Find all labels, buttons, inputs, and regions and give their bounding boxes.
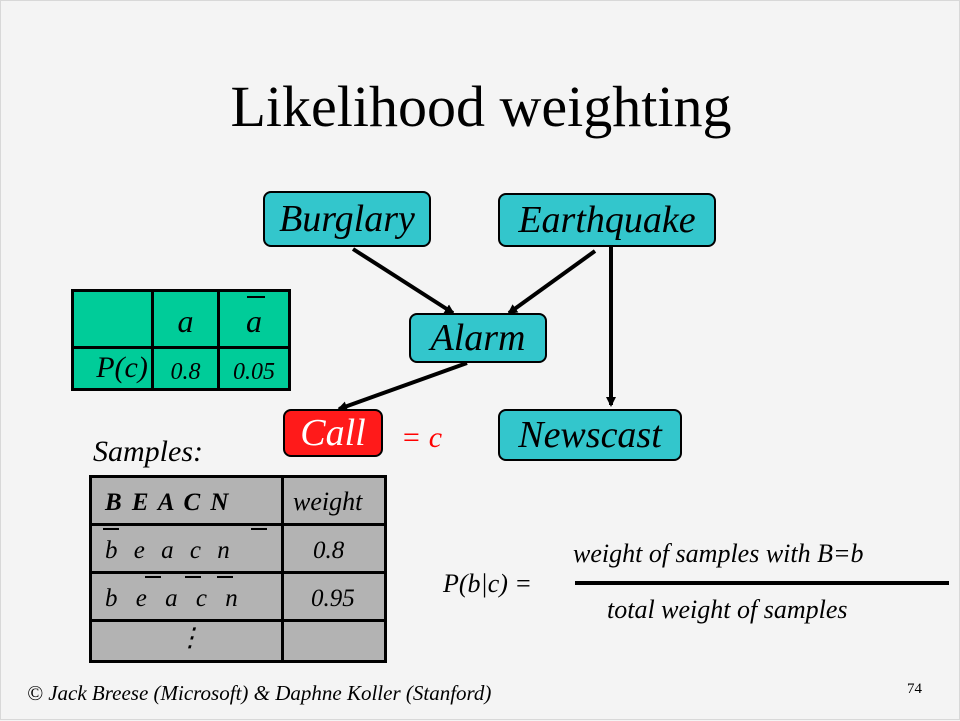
edge-alarm-call: [337, 361, 468, 411]
cpt-value-a: 0.8: [170, 358, 201, 385]
cpt-header-not-a-bar: [247, 296, 265, 298]
cpt-divider-2: [217, 292, 220, 388]
node-earthquake: Earthquake: [498, 193, 716, 247]
edge-earthquake-alarm: [507, 249, 597, 315]
formula-numerator: weight of samples with B=b: [573, 539, 864, 568]
slide-title: Likelihood weighting: [230, 74, 732, 139]
samples-more: ⋮: [177, 623, 203, 652]
formula-lhs: P(b|c) =: [443, 569, 532, 598]
slide-footer: © Jack Breese (Microsoft) & Daphne Kolle…: [27, 681, 492, 705]
sample-row-2-vars: b e a c n: [105, 585, 238, 612]
sample-row-1-vars: b e a c n: [105, 537, 230, 564]
samples-divider-1: [92, 523, 384, 526]
cpt-divider-row: [74, 346, 288, 349]
node-alarm: Alarm: [409, 313, 547, 363]
samples-divider-3: [92, 619, 384, 622]
page-number: 74: [907, 681, 922, 697]
samples-divider-col: [281, 478, 284, 660]
samples-label: Samples:: [93, 435, 203, 468]
sample-row-1-b-bar: [103, 528, 119, 530]
formula-denominator: total weight of samples: [607, 595, 848, 624]
node-alarm-label: Alarm: [430, 317, 526, 359]
cpt-row-label: P(c): [96, 351, 148, 384]
sample-row-2-a-bar: [185, 576, 201, 578]
sample-row-1-weight: 0.8: [313, 537, 345, 564]
edge-burglary-alarm: [351, 247, 455, 315]
samples-header-vars: B E A C N: [105, 489, 229, 516]
samples-table: [89, 475, 387, 663]
node-earthquake-label: Earthquake: [518, 199, 696, 241]
sample-row-2-c-bar: [217, 576, 233, 578]
cpt-divider-1: [151, 292, 154, 388]
sample-row-2-weight: 0.95: [311, 585, 355, 612]
node-burglary: Burglary: [263, 191, 431, 247]
node-call: Call: [283, 409, 383, 457]
cpt-table: a a P(c) 0.8 0.05: [71, 289, 291, 391]
formula-fraction-bar: [575, 581, 949, 585]
cpt-header-a: a: [177, 302, 194, 339]
node-call-label: Call: [300, 412, 366, 454]
node-newscast: Newscast: [498, 409, 682, 461]
node-newscast-label: Newscast: [518, 414, 662, 456]
samples-divider-2: [92, 571, 384, 574]
sample-row-1-n-bar: [251, 528, 267, 530]
sample-row-2-e-bar: [145, 576, 161, 578]
node-burglary-label: Burglary: [279, 198, 415, 240]
evidence-label: = c: [401, 421, 443, 454]
cpt-header-not-a: a: [246, 302, 262, 339]
cpt-value-not-a: 0.05: [233, 358, 275, 385]
samples-header-weight: weight: [293, 487, 363, 516]
